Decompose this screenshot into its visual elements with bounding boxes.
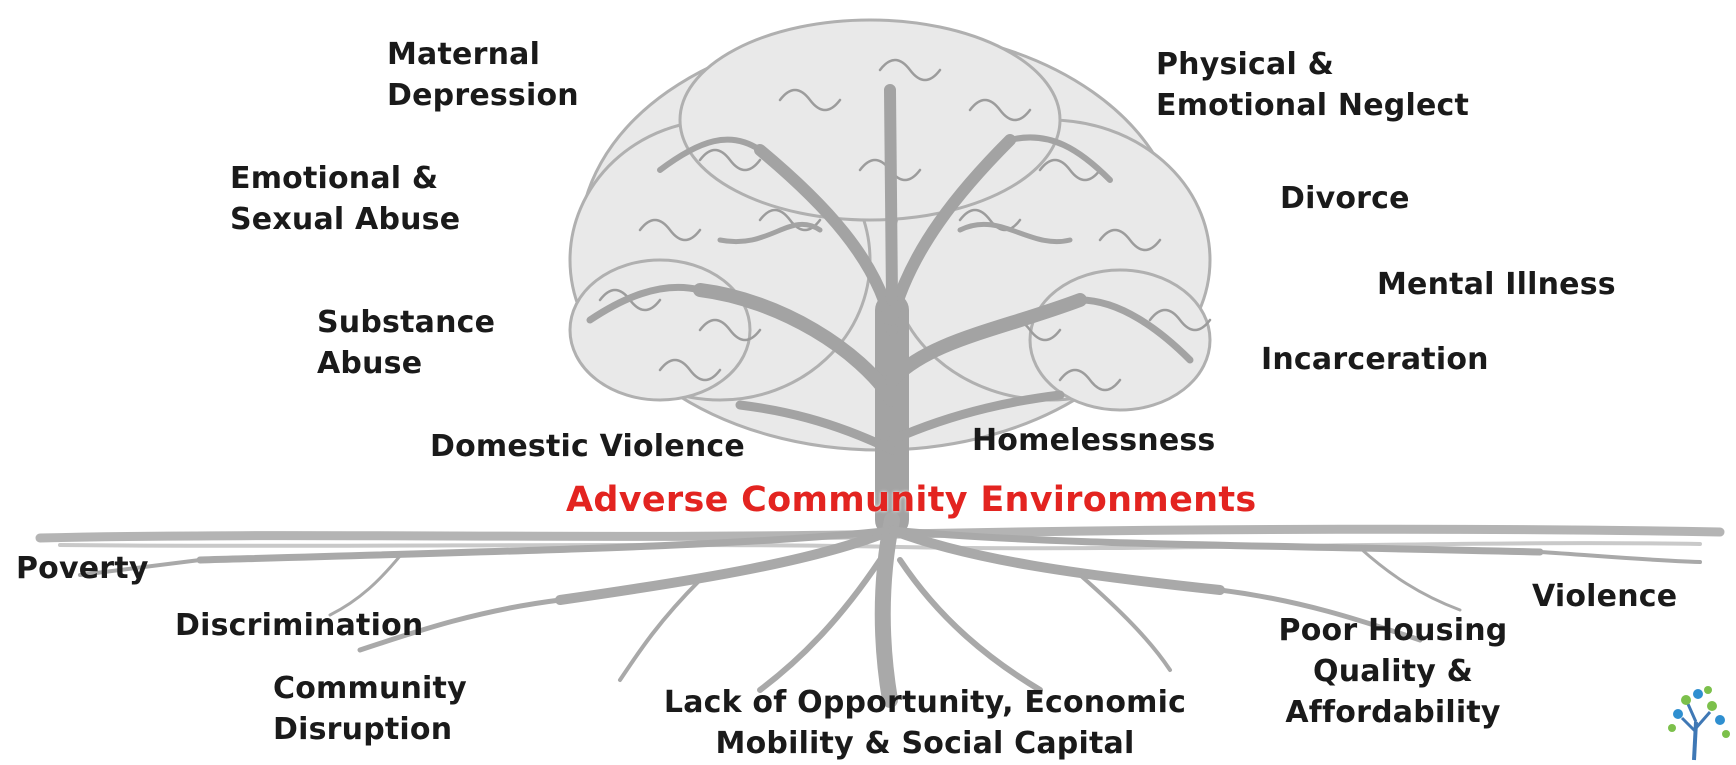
label-lack-of-opportunity: Lack of Opportunity, Economic Mobility &… <box>628 682 1222 764</box>
label-line: Substance <box>317 305 496 340</box>
label-incarceration: Incarceration <box>1261 339 1489 380</box>
label-line: Community <box>273 671 467 706</box>
ground-texture <box>58 541 1702 551</box>
label-line: Abuse <box>317 346 423 381</box>
label-substance-abuse: Substance Abuse <box>317 302 495 384</box>
label-line: Discrimination <box>175 608 424 643</box>
label-line: Divorce <box>1280 181 1410 216</box>
label-line: Sexual Abuse <box>230 202 461 237</box>
label-line: Physical & <box>1156 47 1334 82</box>
label-line: Incarceration <box>1261 342 1489 377</box>
label-physical-emotional-neglect: Physical & Emotional Neglect <box>1156 44 1469 126</box>
label-community-disruption: Community Disruption <box>273 668 467 750</box>
label-line: Poverty <box>16 551 149 586</box>
label-poor-housing: Poor Housing Quality & Affordability <box>1256 610 1530 733</box>
label-domestic-violence: Domestic Violence <box>430 426 745 467</box>
label-line: Mobility & Social Capital <box>715 726 1135 761</box>
label-violence: Violence <box>1532 576 1677 617</box>
label-line: Emotional Neglect <box>1156 88 1470 123</box>
label-line: Violence <box>1532 579 1678 614</box>
label-maternal-depression: Maternal Depression <box>387 34 579 116</box>
tree-roots <box>78 512 1702 708</box>
label-line: Homelessness <box>972 423 1216 458</box>
diagram-title: Adverse Community Environments <box>566 480 1257 520</box>
label-line: Maternal <box>387 37 541 72</box>
tree-branches <box>586 84 1194 537</box>
label-line: Quality & <box>1313 654 1473 689</box>
label-line: Affordability <box>1285 695 1501 730</box>
label-line: Domestic Violence <box>430 429 745 464</box>
label-line: Lack of Opportunity, Economic <box>663 685 1187 720</box>
label-mental-illness: Mental Illness <box>1377 264 1616 305</box>
tree-logo-icon <box>1668 686 1730 761</box>
label-emotional-sexual-abuse: Emotional & Sexual Abuse <box>230 158 460 240</box>
label-line: Disruption <box>273 712 453 747</box>
label-line: Poor Housing <box>1278 613 1508 648</box>
label-homelessness: Homelessness <box>972 420 1215 461</box>
label-line: Mental Illness <box>1377 267 1616 302</box>
label-line: Emotional & <box>230 161 439 196</box>
label-line: Depression <box>387 78 579 113</box>
label-divorce: Divorce <box>1280 178 1410 219</box>
label-discrimination: Discrimination <box>175 605 423 646</box>
label-poverty: Poverty <box>16 548 149 589</box>
